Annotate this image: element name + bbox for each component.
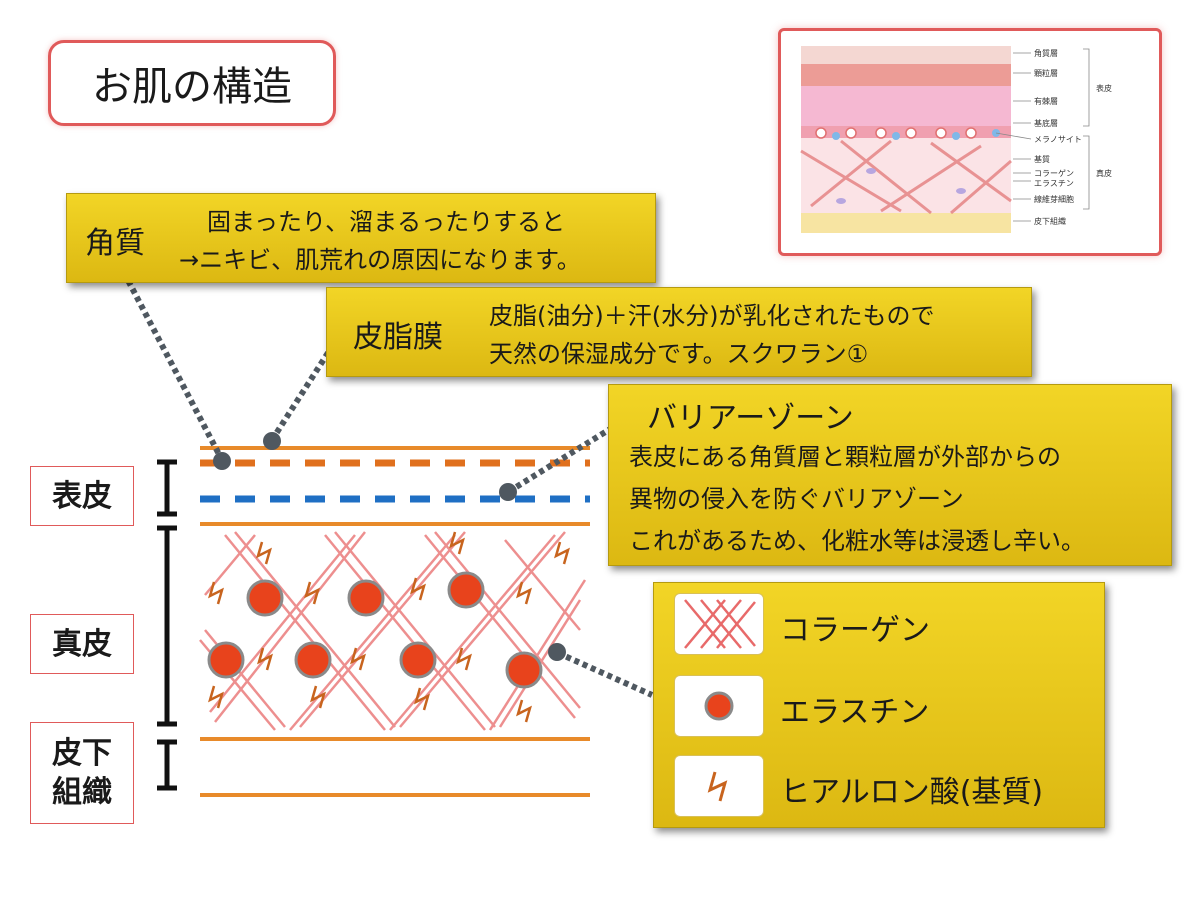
legend-collagen-swatch — [674, 593, 764, 655]
callout-hishimaku: 皮脂膜 皮脂(油分)＋汗(水分)が乳化されたもので 天然の保湿成分です。スクワラ… — [326, 287, 1032, 377]
ref-label: 皮下組織 — [1034, 216, 1066, 226]
callout-kakushitsu-title: 角質 — [85, 226, 145, 261]
skin-reference-illustration: 角質層 顆粒層 有棘層 基底層 メラノサイト 基質 コラーゲン エラスチン 線維… — [778, 28, 1162, 256]
legend-box: コラーゲン エラスチン ヒアルロン酸(基質) — [653, 582, 1105, 828]
ref-group-label: 真皮 — [1096, 168, 1112, 178]
legend-elastin-swatch — [674, 675, 764, 737]
ref-label: 有棘層 — [1034, 96, 1058, 106]
callout-barrier-title: バリアーゾーン — [647, 401, 854, 436]
layer-label-dermis: 真皮 — [30, 614, 134, 674]
layer-label-text: 皮下 組織 — [52, 736, 112, 810]
callout-kakushitsu: 角質 固まったり、溜まるったりすると →ニキビ、肌荒れの原因になります。 — [66, 193, 656, 283]
ref-label: 線維芽細胞 — [1034, 194, 1074, 204]
callout-barrier-text: これがあるため、化粧水等は浸透し辛い。 — [629, 527, 1085, 555]
callout-barrier-zone: バリアーゾーン 表皮にある角質層と顆粒層が外部からの 異物の侵入を防ぐバリアゾー… — [608, 384, 1172, 566]
layer-dimension-markers — [157, 459, 177, 791]
layer-label-subcutaneous: 皮下 組織 — [30, 722, 134, 824]
collagen-icon — [684, 599, 756, 649]
callout-hishimaku-text: 天然の保湿成分です。スクワラン① — [489, 340, 869, 368]
callout-kakushitsu-text: →ニキビ、肌荒れの原因になります。 — [179, 246, 581, 274]
ref-label: 基質 — [1034, 154, 1050, 164]
legend-label-hyaluronic: ヒアルロン酸(基質) — [780, 775, 1044, 810]
skin-illustration-drawing: 角質層 顆粒層 有棘層 基底層 メラノサイト 基質 コラーゲン エラスチン 線維… — [800, 46, 1112, 233]
callout-hishimaku-text: 皮脂(油分)＋汗(水分)が乳化されたもので — [489, 302, 935, 330]
ref-label: 顆粒層 — [1034, 68, 1058, 78]
leader-dots — [213, 432, 566, 661]
leader-lines — [117, 263, 654, 698]
legend-hyaluronic-swatch — [674, 755, 764, 817]
ref-label: メラノサイト — [1034, 135, 1082, 144]
layer-label-epidermis: 表皮 — [30, 466, 134, 526]
callout-barrier-text: 異物の侵入を防ぐバリアゾーン — [629, 485, 964, 513]
collagen-mesh — [199, 531, 587, 731]
layer-label-text: 表皮 — [52, 478, 112, 514]
elastin-dots — [207, 571, 543, 689]
ref-label: 角質層 — [1034, 48, 1058, 58]
ref-label: エラスチン — [1034, 179, 1074, 188]
legend-label-elastin: エラスチン — [780, 695, 930, 730]
hyaluronic-acid-marks — [208, 531, 570, 723]
callout-kakushitsu-text: 固まったり、溜まるったりすると — [207, 208, 566, 236]
page-title: お肌の構造 — [48, 40, 336, 126]
callout-barrier-text: 表皮にある角質層と顆粒層が外部からの — [629, 443, 1061, 471]
ref-label: 基底層 — [1034, 118, 1058, 128]
page-title-text: お肌の構造 — [92, 64, 292, 110]
ref-group-label: 表皮 — [1096, 83, 1112, 93]
legend-label-collagen: コラーゲン — [780, 613, 930, 648]
hyaluronic-acid-icon — [707, 771, 728, 802]
layer-label-text: 真皮 — [52, 626, 112, 662]
callout-hishimaku-title: 皮脂膜 — [353, 320, 443, 355]
elastin-icon — [704, 691, 734, 721]
ref-label: コラーゲン — [1034, 168, 1074, 178]
